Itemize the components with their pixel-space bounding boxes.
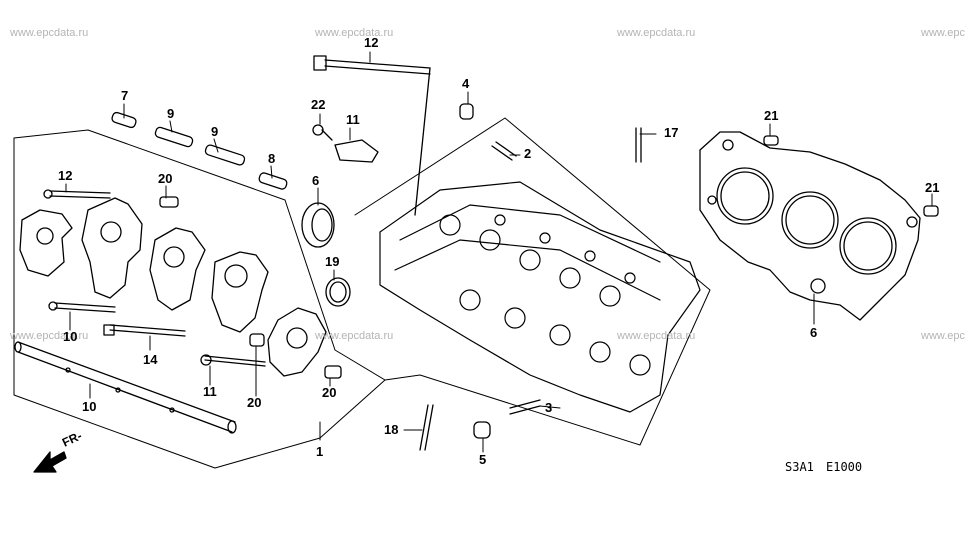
watermark: www.epcdata.ru — [617, 330, 696, 342]
callout-label: 9 — [167, 106, 175, 121]
callout-label: 21 — [925, 180, 940, 195]
callout-label: 3 — [545, 400, 553, 415]
callout-label: 8 — [268, 151, 276, 166]
callout-label: 1 — [316, 444, 324, 459]
small-caps — [159, 196, 342, 379]
callout-label: 21 — [764, 108, 779, 123]
rocker-shaft — [14, 341, 237, 434]
long-bolt-14 — [313, 55, 431, 216]
cylinder-head — [379, 181, 701, 413]
rocker-arms — [19, 197, 327, 377]
callout-label: 20 — [158, 171, 173, 186]
bolts — [43, 189, 266, 367]
watermark: www.epc — [921, 330, 966, 342]
dowel-21-top — [763, 135, 779, 146]
callout-label: 4 — [462, 76, 470, 91]
diagram-code-left: S3A1 — [785, 460, 814, 474]
cap-4 — [459, 103, 474, 120]
callout-label: 2 — [524, 146, 532, 161]
callout-label: 10 — [63, 329, 78, 344]
callout-label: 17 — [664, 125, 679, 140]
callout-label: 22 — [311, 97, 326, 112]
watermark: www.epcdata.ru — [315, 27, 394, 39]
cap-5 — [473, 421, 491, 439]
watermark: www.epcdata.ru — [315, 330, 394, 342]
head-gasket — [699, 131, 921, 321]
callout-label: 12 — [364, 35, 379, 50]
callout-label: 11 — [346, 112, 360, 127]
callout-label: 10 — [82, 399, 97, 414]
callout-label: 5 — [479, 452, 487, 467]
cylinder-head-boundary — [354, 117, 711, 446]
front-direction-arrow — [33, 451, 67, 473]
callout-label: 14 — [143, 352, 158, 367]
watermark: www.epcdata.ru — [10, 27, 89, 39]
dowel-21-right — [923, 205, 939, 217]
callout-label: 18 — [384, 422, 399, 437]
watermark: www.epc — [921, 27, 966, 39]
sensor-11 — [312, 124, 379, 163]
callout-label: 7 — [121, 88, 129, 103]
callout-label: 6 — [312, 173, 320, 188]
callout-label: 12 — [58, 168, 73, 183]
callout-label: 20 — [322, 385, 337, 400]
leader-lines — [65, 51, 933, 453]
callout-label: 19 — [325, 254, 340, 269]
callout-label: 6 — [810, 325, 818, 340]
diagram-code-right: E1000 — [826, 460, 863, 474]
watermark: www.epcdata.ru — [10, 330, 89, 342]
callout-label: 9 — [211, 124, 219, 139]
rocker-pins — [111, 111, 288, 190]
callout-label: 20 — [247, 395, 262, 410]
watermark: www.epcdata.ru — [617, 27, 696, 39]
callout-label: 11 — [203, 384, 217, 399]
studs — [419, 127, 642, 451]
